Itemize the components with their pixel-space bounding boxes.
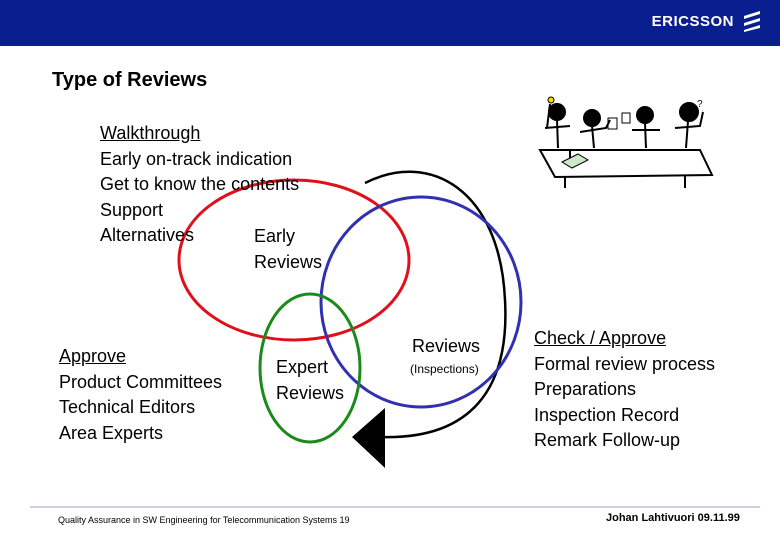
approve-item: Area Experts [59, 422, 164, 443]
walkthrough-item: Support [100, 199, 164, 220]
svg-text:?: ? [697, 99, 703, 110]
walkthrough-heading: Walkthrough [100, 123, 201, 143]
expert-reviews-circle [258, 292, 362, 444]
header-bar: ERICSSON [0, 0, 780, 46]
early-reviews-line2: Reviews [254, 251, 323, 272]
inspections-sublabel: (Inspections) [410, 362, 479, 376]
ericsson-logo: ERICSSON [652, 10, 762, 32]
walkthrough-item: Early on-track indication [100, 148, 293, 169]
footer-author-date: Johan Lahtivuori 09.11.99 [606, 512, 740, 524]
approve-item: Technical Editors [59, 397, 196, 417]
early-reviews-line1: Early [254, 226, 296, 246]
ericsson-mark-icon [744, 11, 760, 32]
walkthrough-list: Walkthrough Early on-track indication Ge… [100, 121, 299, 249]
footer-course-title: Quality Assurance in SW Engineering for … [58, 515, 350, 525]
slide-title: Type of Reviews [52, 69, 208, 91]
inspections-circle [319, 195, 523, 409]
early-reviews-label: Early Reviews [254, 224, 322, 275]
expert-reviews-line1: Expert [276, 357, 329, 377]
approve-heading: Approve [59, 346, 127, 366]
walkthrough-item: Get to know the contents [100, 174, 300, 194]
check-approve-item: Remark Follow-up [534, 430, 681, 450]
brand-name: ERICSSON [651, 12, 734, 30]
reviews-label: Reviews [412, 336, 481, 356]
early-reviews-circle [177, 178, 411, 342]
walkthrough-item: Alternatives [100, 225, 195, 245]
expert-reviews-label: Expert Reviews [276, 355, 344, 406]
cycle-arrowhead [352, 408, 385, 468]
check-approve-list: Check / Approve Formal review process Pr… [534, 326, 715, 454]
expert-reviews-line2: Reviews [276, 382, 345, 403]
approve-list: Approve Product Committees Technical Edi… [59, 344, 222, 446]
cycle-arrow-path [364, 170, 507, 439]
check-approve-item: Formal review process [534, 353, 716, 374]
approve-item: Product Committees [59, 371, 223, 392]
check-approve-heading: Check / Approve [534, 328, 667, 348]
check-approve-item: Preparations [534, 379, 637, 399]
check-approve-item: Inspection Record [534, 404, 680, 425]
